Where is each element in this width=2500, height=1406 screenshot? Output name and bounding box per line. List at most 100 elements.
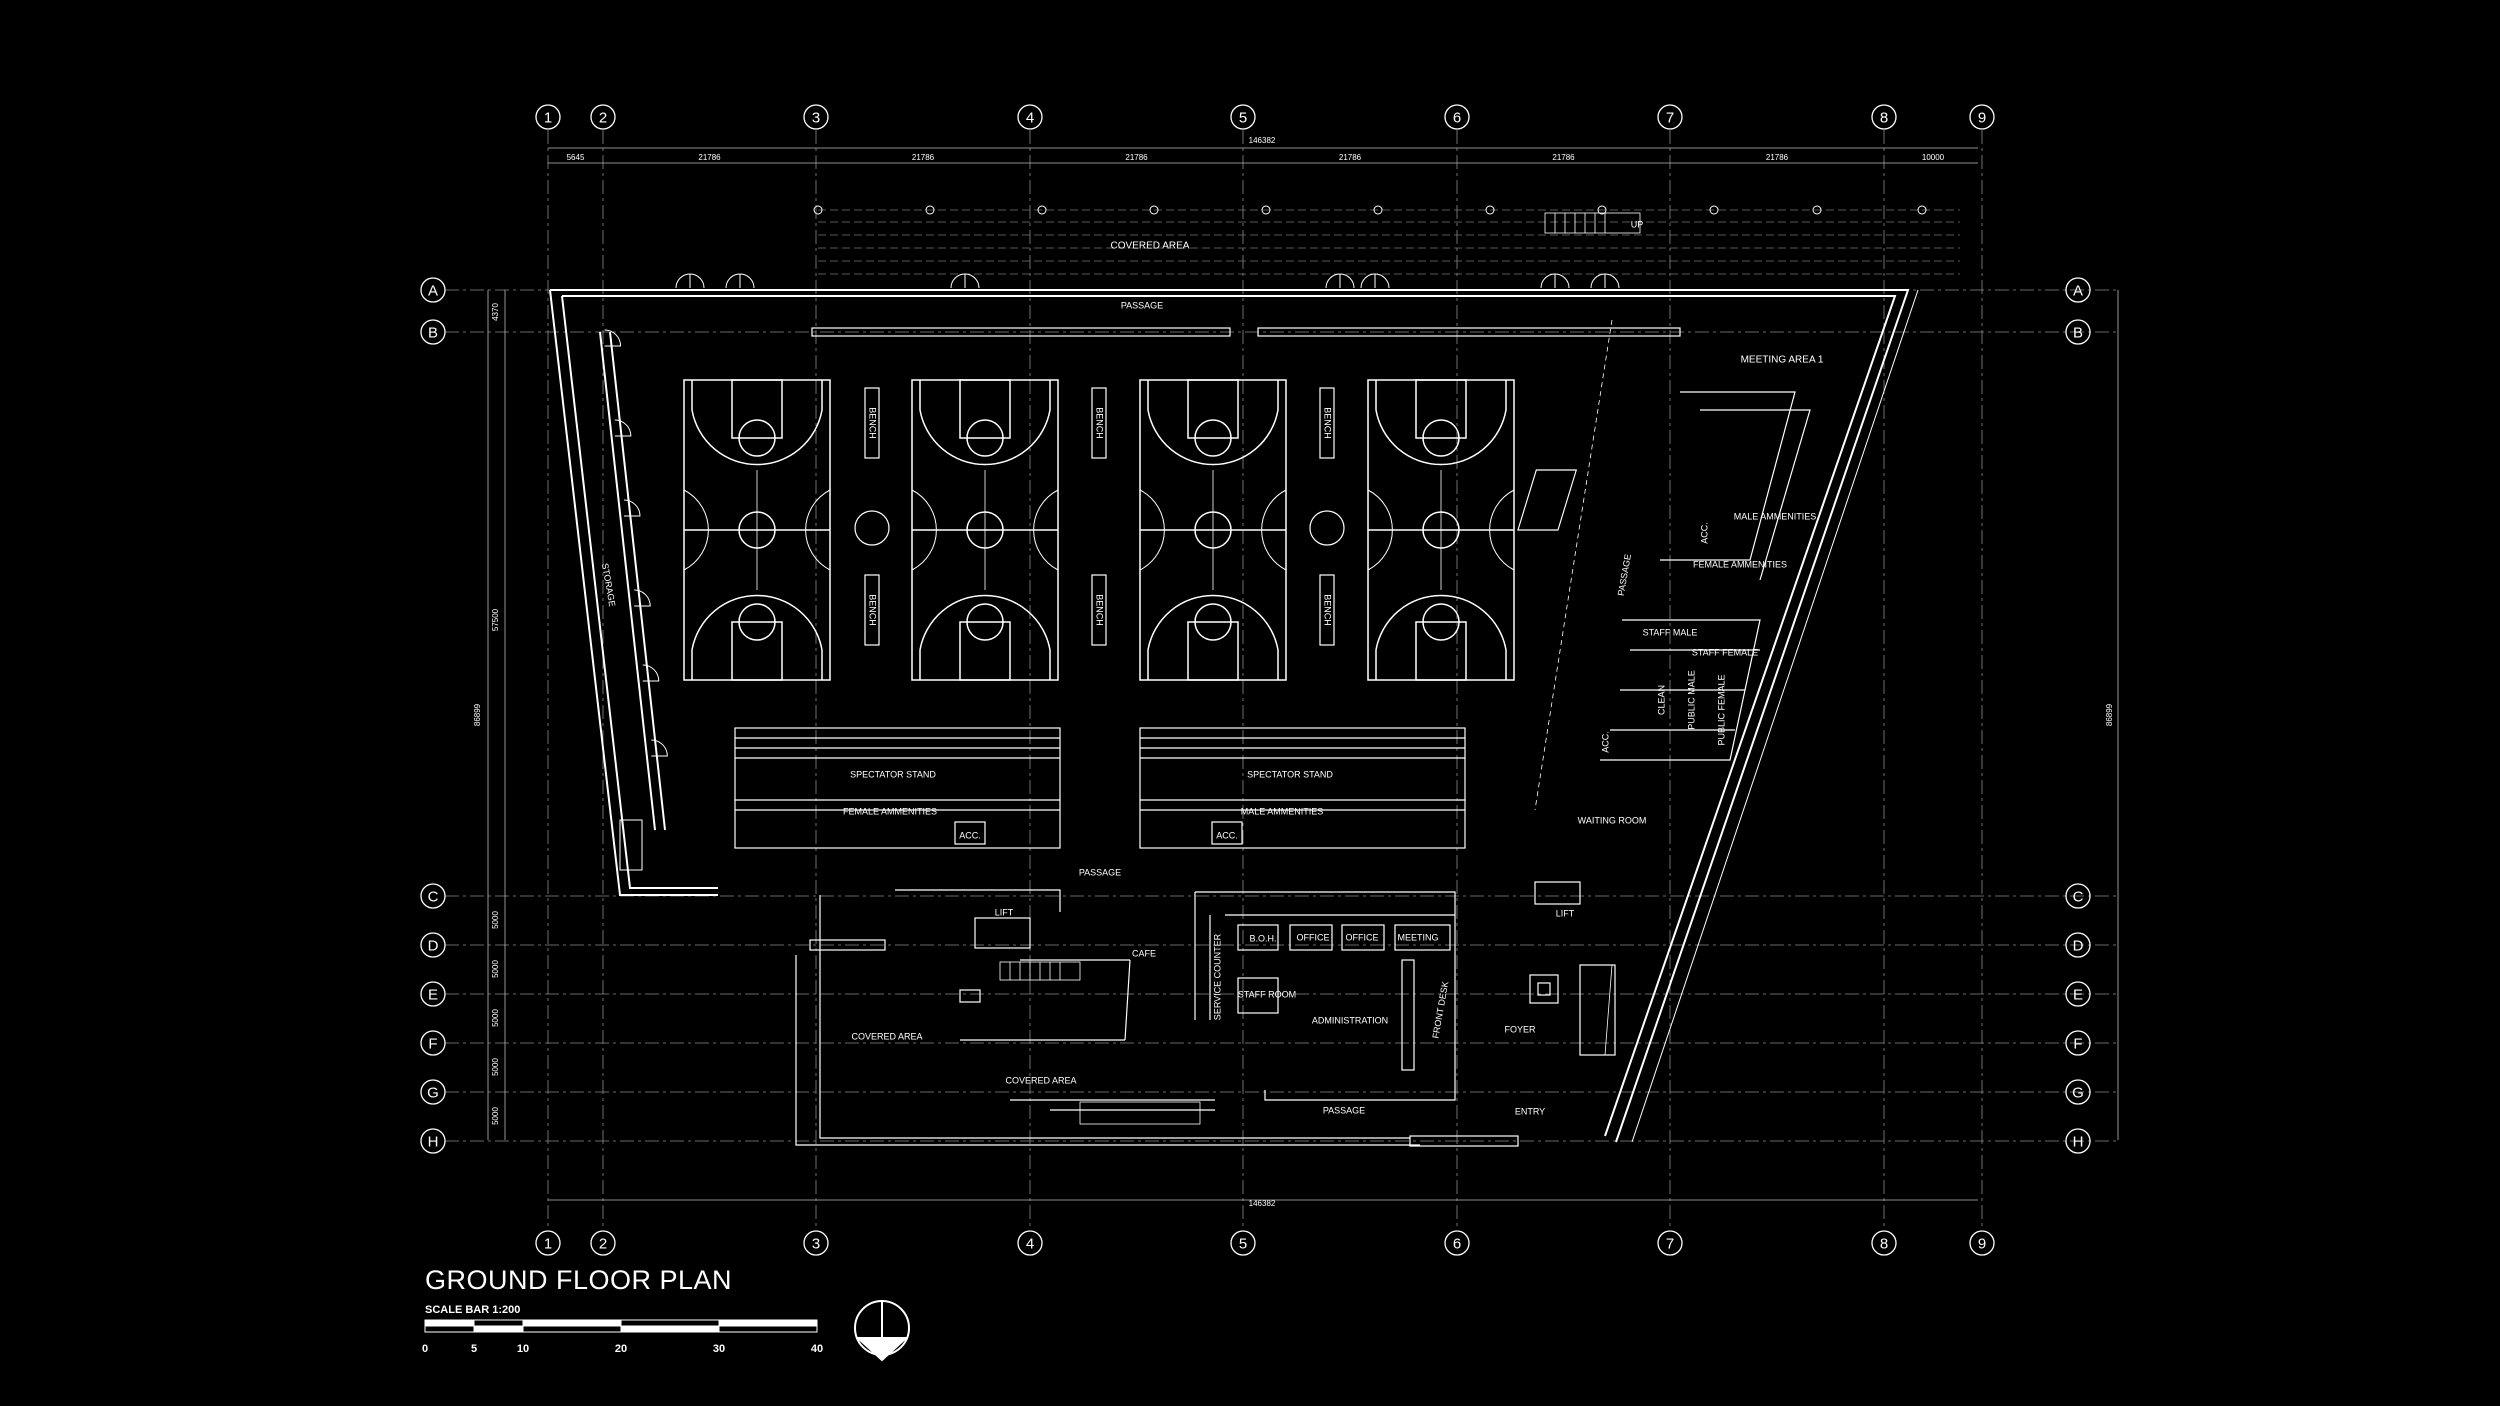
- grid-bubble-row-A-left: A: [420, 277, 446, 303]
- grid-bubble-col-7-bottom: 7: [1657, 1230, 1683, 1256]
- label-office-2: OFFICE: [1346, 932, 1379, 942]
- scale-tick-30: 30: [713, 1343, 725, 1355]
- label-public-male: PUBLIC MALE: [1686, 670, 1696, 730]
- svg-text:6: 6: [1453, 1236, 1461, 1253]
- dim-bay-8: 10000: [1922, 153, 1945, 162]
- label-passage-top: PASSAGE: [1121, 300, 1163, 310]
- spectator-stands: [734, 727, 1466, 849]
- door-icon: [614, 419, 632, 437]
- svg-text:A: A: [428, 283, 438, 300]
- dim-bay-4: 21786: [1125, 153, 1148, 162]
- dim-bay-2: 21786: [698, 153, 721, 162]
- door-icon: [623, 499, 641, 517]
- benches: [854, 387, 1345, 646]
- west-doors: [604, 329, 668, 757]
- dim-overall-left: 86899: [473, 703, 482, 726]
- dim-row-gh: 5000: [491, 1107, 500, 1125]
- svg-text:2: 2: [599, 110, 607, 127]
- svg-text:E: E: [2073, 987, 2083, 1004]
- grid-bubble-row-C-left: C: [420, 883, 446, 909]
- canopy-column: [1485, 205, 1495, 215]
- svg-text:C: C: [428, 889, 439, 906]
- door-icon: [675, 273, 705, 289]
- door-icon: [1325, 273, 1355, 289]
- dim-bay-7: 21786: [1766, 153, 1789, 162]
- grid-bubble-row-F-right: F: [2065, 1030, 2091, 1056]
- svg-text:E: E: [428, 987, 438, 1004]
- grid-bubble-col-4-top: 4: [1017, 104, 1043, 130]
- grid-bubble-row-D-right: D: [2065, 932, 2091, 958]
- label-female-amenities-right: FEMALE AMMENITIES: [1693, 559, 1787, 569]
- svg-text:B: B: [2073, 325, 2083, 342]
- label-acc-2: ACC.: [1216, 830, 1238, 840]
- grid-bubble-row-G-right: G: [2065, 1079, 2091, 1105]
- room-labels: COVERED AREA PASSAGE MEETING AREA 1 STOR…: [600, 219, 1824, 1116]
- door-icon: [1360, 273, 1390, 289]
- grid-bubble-row-F-left: F: [420, 1030, 446, 1056]
- grid-bubble-row-H-right: H: [2065, 1128, 2091, 1154]
- label-administration: ADMINISTRATION: [1312, 1015, 1388, 1025]
- label-passage-mid: PASSAGE: [1079, 867, 1121, 877]
- grid-bubble-row-B-right: B: [2065, 319, 2091, 345]
- label-staff-male: STAFF MALE: [1643, 627, 1698, 637]
- label-lift-1: LIFT: [995, 907, 1014, 917]
- grid-bubble-row-E-right: E: [2065, 981, 2091, 1007]
- label-bench-2: BENCH: [868, 594, 878, 626]
- grid-bubble-col-1-bottom: 1: [535, 1230, 561, 1256]
- label-bench-4: BENCH: [1095, 594, 1105, 626]
- grid-bubble-col-3-bottom: 3: [803, 1230, 829, 1256]
- label-front-desk: FRONT DESK: [1430, 981, 1450, 1040]
- label-bench-1: BENCH: [868, 407, 878, 439]
- canopy-column: [1373, 205, 1383, 215]
- label-covered-area-left: COVERED AREA: [851, 1031, 922, 1041]
- dim-row-cd: 5000: [491, 911, 500, 929]
- canopy-column: [1037, 205, 1047, 215]
- basketball-courts: [683, 379, 1515, 681]
- grid-bubble-row-B-left: B: [420, 319, 446, 345]
- scale-tick-20: 20: [615, 1343, 627, 1355]
- label-entry: ENTRY: [1515, 1106, 1545, 1116]
- grid-bubble-col-2-bottom: 2: [590, 1230, 616, 1256]
- label-public-female: PUBLIC FEMALE: [1716, 674, 1726, 745]
- label-meeting: MEETING: [1397, 932, 1438, 942]
- grid-bubble-row-C-right: C: [2065, 883, 2091, 909]
- label-bench-5: BENCH: [1323, 407, 1333, 439]
- svg-text:8: 8: [1880, 110, 1888, 127]
- grid-bubble-col-4-bottom: 4: [1017, 1230, 1043, 1256]
- grid-bubble-col-6-top: 6: [1444, 104, 1470, 130]
- svg-text:7: 7: [1666, 1236, 1674, 1253]
- dim-bay-1: 5645: [567, 153, 585, 162]
- label-storage: STORAGE: [600, 562, 617, 607]
- svg-text:7: 7: [1666, 110, 1674, 127]
- grid-bubble-col-1-top: 1: [535, 104, 561, 130]
- label-male-amenities-right: MALE AMMENITIES: [1734, 511, 1817, 521]
- svg-text:5: 5: [1239, 1236, 1247, 1253]
- canopy-column: [1597, 205, 1607, 215]
- grid-bubble-row-H-left: H: [420, 1128, 446, 1154]
- svg-text:G: G: [427, 1085, 439, 1102]
- dim-row-de: 5000: [491, 960, 500, 978]
- label-acc-right-2: ACC.: [1699, 522, 1709, 544]
- label-service-counter: SERVICE COUNTER: [1212, 933, 1222, 1020]
- label-covered-area-top: COVERED AREA: [1111, 241, 1190, 252]
- dim-bay-6: 21786: [1552, 153, 1575, 162]
- label-covered-area-bottom: COVERED AREA: [1005, 1075, 1076, 1085]
- svg-text:F: F: [2073, 1036, 2082, 1053]
- label-spectator-stand-2: SPECTATOR STAND: [1247, 769, 1333, 779]
- label-foyer: FOYER: [1504, 1024, 1536, 1034]
- svg-text:1: 1: [544, 110, 552, 127]
- svg-text:B: B: [428, 325, 438, 342]
- label-clean: CLEAN: [1656, 685, 1666, 715]
- svg-text:3: 3: [812, 110, 820, 127]
- grid-bubble-col-9-top: 9: [1969, 104, 1995, 130]
- label-staff-room: STAFF ROOM: [1238, 989, 1296, 999]
- grid-bubble-col-8-top: 8: [1871, 104, 1897, 130]
- stairs: [999, 212, 1641, 1125]
- scale-tick-40: 40: [811, 1343, 823, 1355]
- grid-bubble-col-9-bottom: 9: [1969, 1230, 1995, 1256]
- south-block: [795, 889, 1616, 1147]
- passage-wall: [811, 327, 1681, 337]
